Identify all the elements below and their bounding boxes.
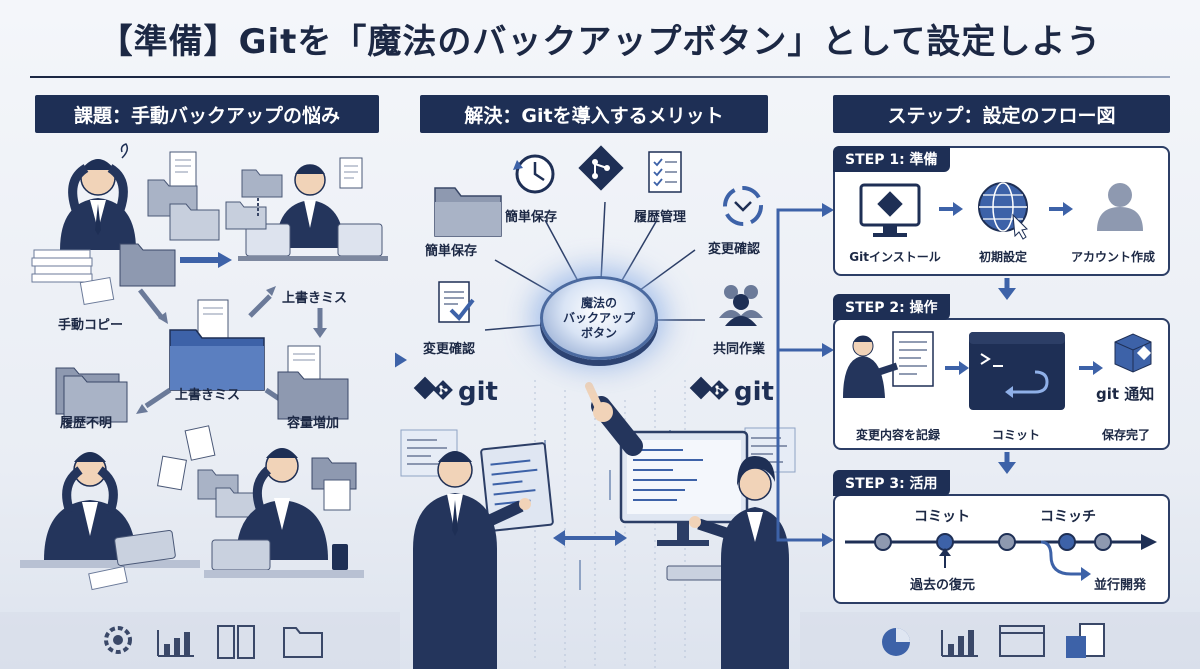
laptop-person-icon [238,164,388,261]
package-icon [1114,333,1152,373]
businessman-icon [413,451,531,669]
compare-icon [723,186,763,226]
magic-backup-button[interactable]: 魔法の バックアップ ボタン [540,276,658,360]
step2-git-notice: git 通知 [1096,385,1155,403]
page-title: 【準備】Gitを「魔法のバックアップボタン」として設定しよう [98,22,1102,62]
arrow-down-icon [998,278,1016,300]
chart-icon [157,630,194,657]
section-header-solution: 解決：Gitを導入するメリット [420,95,768,133]
server-icon [217,625,255,659]
step1-item-install: Gitインストール [849,250,941,264]
label-collab-work: 共同作業 [713,342,766,357]
label-overwrite-mid: 上書きミス [175,388,241,403]
label-overwrite-top: 上書きミス [282,291,348,306]
monitor-left [480,442,554,532]
chart-icon [941,630,978,657]
step1-tag: STEP 1: 準備 [833,146,950,172]
commit-node [874,533,892,551]
user-icon [1097,183,1143,231]
commit-node [1058,533,1076,551]
folder-icon [434,187,502,237]
monitor-right [619,430,749,581]
section-header-problem: 課題：手動バックアップの悩み [35,95,379,133]
label-change-check-right: 変更確認 [708,242,761,257]
step3-commit-a: コミット [914,509,970,525]
commit-node [936,533,954,551]
section-header-steps: ステップ：設定のフロー図 [833,95,1170,133]
commit-node [1094,533,1112,551]
flow-connector [776,203,834,547]
step3-parallel: 並行開発 [1094,578,1147,593]
stressed-person-icon [60,143,136,250]
label-history-manage: 履歴管理 [634,210,687,225]
browser-icon [999,625,1045,657]
central-folder-icon [169,299,265,391]
terminal-icon [969,332,1065,410]
document-check-icon [438,281,475,323]
gear-icon [104,626,132,654]
arrow-down-icon [998,452,1016,474]
step3-tag: STEP 3: 活用 [833,470,950,496]
step2-item-record: 変更内容を記録 [855,428,940,442]
step2-item-commit: コミット [991,428,1040,442]
history-icon [513,154,555,194]
folder-icon [147,151,220,241]
magic-button-label: 魔法の バックアップ ボタン [562,295,635,340]
problem-illustration [20,143,388,591]
step1-icons [859,182,1143,240]
person-writing-icon [843,331,934,398]
git-logo-icon [709,377,729,407]
git-logo-right-label: git [734,377,774,407]
globe-icon [978,182,1029,240]
step2-tag: STEP 2: 操作 [833,294,950,320]
git-branch-icon [578,145,624,191]
label-easy-save-top: 簡単保存 [505,210,558,225]
label-change-check-left: 変更確認 [423,342,476,357]
checklist-icon [648,151,682,193]
bottom-decor [0,612,1200,669]
document-icon [225,157,363,230]
paper-stack-icon [31,249,93,283]
users-icon [719,285,763,326]
commit-node [998,533,1016,551]
folder-icon [283,627,323,658]
git-logo-icon [433,377,453,407]
label-manual-copy: 手動コピー [58,318,124,333]
label-capacity-increase: 容量増加 [287,416,340,431]
git-logo-right-text: git [709,377,774,407]
title-divider [30,76,1170,78]
monitor-icon [859,183,921,237]
worried-person-icon [204,448,364,578]
step2-icons [843,331,1152,410]
label-easy-save-left: 簡単保存 [425,244,478,259]
label-history-unknown: 履歴不明 [60,416,113,431]
step1-item-account: アカウント作成 [1070,250,1155,264]
businesswoman-icon [689,456,789,669]
step3-timeline [845,533,1157,581]
document-icon [1066,623,1105,658]
git-logo-left-text: git [433,377,498,407]
solution-illustration [395,145,796,669]
step2-item-done: 保存完了 [1101,428,1150,442]
distressed-person-icon [20,452,200,591]
pie-chart-icon [882,628,910,656]
git-logo-left-label: git [458,377,498,407]
step1-item-config: 初期設定 [978,250,1027,264]
pressing-hand-icon [585,382,643,456]
step3-commit-b: コミッチ [1040,509,1096,525]
step3-restore: 過去の復元 [910,578,976,593]
